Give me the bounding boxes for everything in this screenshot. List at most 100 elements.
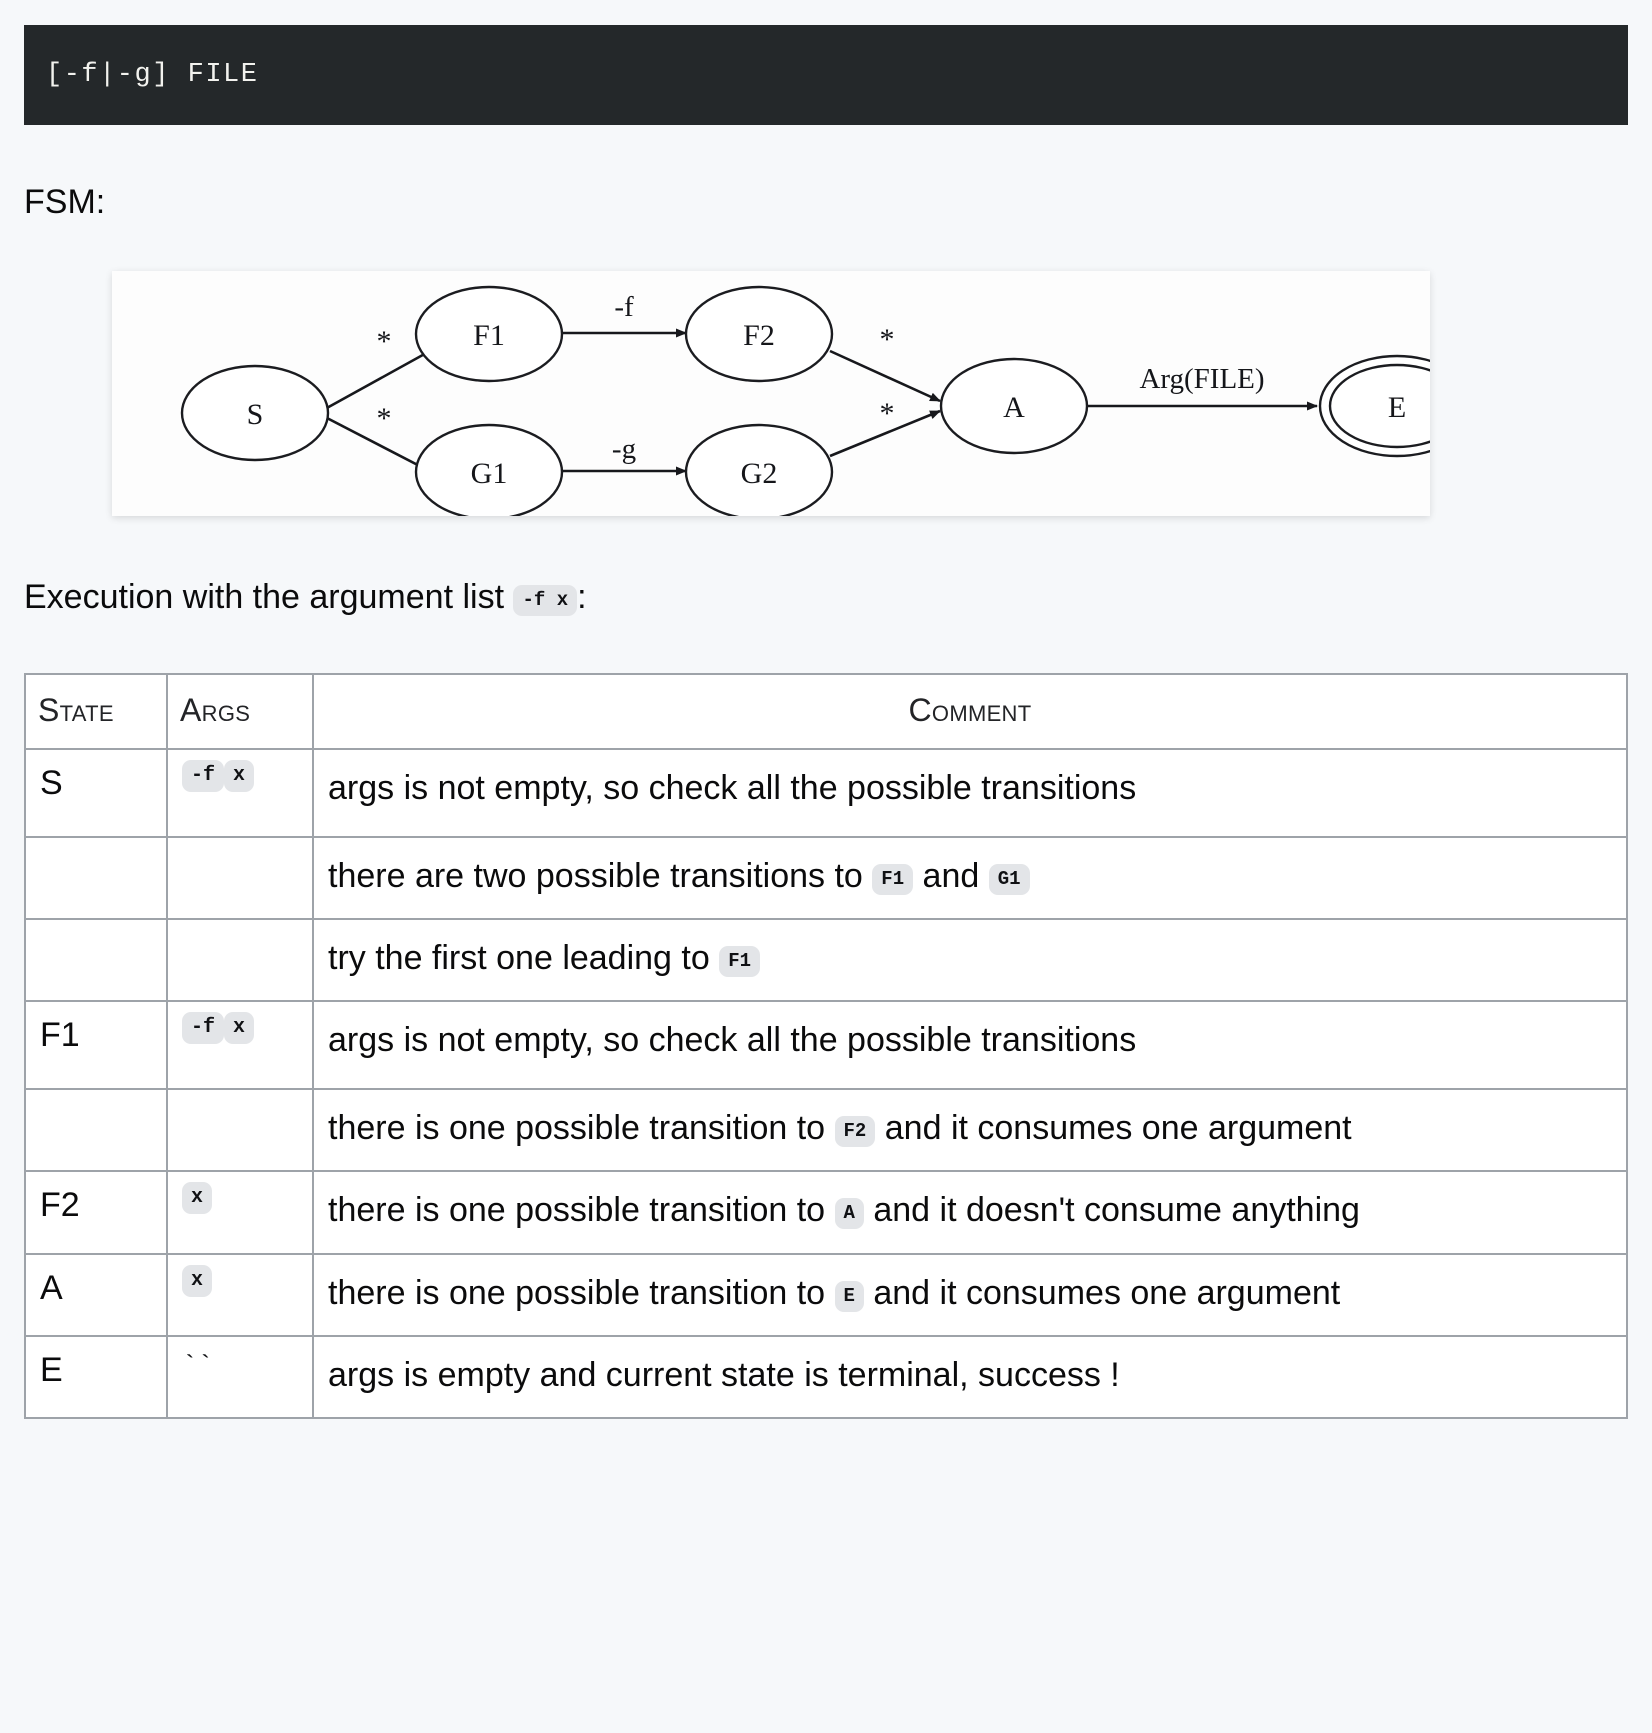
fsm-edge-label-a-e: Arg(FILE) <box>1139 363 1264 395</box>
cell-state: E <box>24 1335 168 1420</box>
fsm-diagram-panel: S F1 F2 G1 G2 A E * * -f -g * <box>112 271 1430 517</box>
args-empty-ticks: `` <box>182 1351 214 1382</box>
arg-code-chip: -f <box>182 759 225 792</box>
usage-code-line: [-f|-g] FILE <box>46 60 259 90</box>
fsm-node-a <box>939 357 1089 455</box>
arg-code-chip: x <box>182 1182 213 1215</box>
fsm-edge-label-s-g1: * <box>377 402 392 435</box>
fsm-node-s-label: S <box>247 398 264 431</box>
cell-args <box>166 917 314 1003</box>
cell-comment: there is one possible transition to E an… <box>312 1252 1628 1338</box>
cell-state: F2 <box>24 1170 168 1255</box>
cell-args <box>166 835 314 920</box>
arg-chip-wrap: x <box>224 759 255 792</box>
usage-code-block: [-f|-g] FILE <box>24 25 1628 126</box>
cell-state: A <box>24 1252 168 1338</box>
arg-code-chip: -f <box>182 1012 225 1045</box>
arg-code-chip: x <box>224 1012 255 1045</box>
execution-intro-code-chip: -f x <box>513 585 578 617</box>
cell-comment: there are two possible transitions to F1… <box>312 835 1628 920</box>
table-header-comment-label: Comment <box>908 691 1032 728</box>
cell-comment: args is empty and current state is termi… <box>312 1335 1628 1420</box>
cell-comment: args is not empty, so check all the poss… <box>312 1000 1628 1091</box>
fsm-node-s <box>180 364 330 462</box>
inline-code-chip: F1 <box>872 863 914 895</box>
inline-code-chip: G1 <box>988 863 1030 895</box>
table-header-row: State Args Comment <box>24 672 1628 750</box>
document-page: [-f|-g] FILE FSM: S <box>0 25 1652 1420</box>
fsm-node-a-label: A <box>1003 391 1025 424</box>
arg-code-chip: x <box>224 759 255 792</box>
fsm-node-e-inner <box>1328 363 1430 449</box>
fsm-figure-wrap: S F1 F2 G1 G2 A E * * -f -g * <box>0 271 1652 517</box>
cell-comment: there is one possible transition to F2 a… <box>312 1088 1628 1173</box>
inline-code-chip: E <box>834 1280 864 1312</box>
table-header-args-label: Args <box>180 691 251 728</box>
fsm-edge-label-g1-g2: -g <box>612 433 636 465</box>
fsm-node-e-label: E <box>1388 391 1406 424</box>
comment-text: there are two possible transitions to <box>328 856 873 895</box>
cell-args: x <box>166 1170 314 1255</box>
comment-text: there is one possible transition to <box>328 1273 835 1312</box>
cell-comment: try the first one leading to F1 <box>312 917 1628 1003</box>
cell-args <box>166 1088 314 1173</box>
fsm-node-f2 <box>684 285 834 383</box>
table-row: try the first one leading to F1 <box>24 917 1628 1003</box>
fsm-edge-label-g2-a: * <box>880 397 895 430</box>
table-row: F2 x there is one possible transition to A… <box>24 1170 1628 1255</box>
arg-chip-wrap: x <box>182 1182 213 1215</box>
arg-chip-wrap: -f <box>182 759 225 792</box>
cell-comment: there is one possible transition to A an… <box>312 1170 1628 1255</box>
inline-code-chip: F1 <box>719 945 761 977</box>
table-header-args: Args <box>166 672 314 750</box>
fsm-edge-g2-a <box>829 409 941 458</box>
cell-args: `` <box>166 1335 314 1420</box>
cell-state <box>24 835 168 920</box>
comment-text: and it consumes one argument <box>875 1109 1352 1148</box>
comment-text: and <box>913 856 989 895</box>
fsm-node-g2 <box>684 424 834 517</box>
comment-text: and it consumes one argument <box>863 1273 1341 1312</box>
comment-text: args is not empty, so check all the poss… <box>328 768 1137 807</box>
inline-code-chip: F2 <box>834 1116 876 1148</box>
table-head: State Args Comment <box>24 672 1628 750</box>
fsm-node-f1-label: F1 <box>473 319 505 352</box>
comment-text: and it doesn't consume anything <box>863 1191 1360 1230</box>
table-row: there is one possible transition to F2 a… <box>24 1088 1628 1173</box>
arg-chip-wrap: -f <box>182 1012 225 1045</box>
table-header-state: State <box>24 672 168 750</box>
table-header-comment: Comment <box>312 672 1628 750</box>
table-header-state-label: State <box>38 691 114 728</box>
table-row: there are two possible transitions to F1… <box>24 835 1628 920</box>
fsm-section-label: FSM: <box>24 183 106 222</box>
fsm-node-g1-label: G1 <box>471 457 508 490</box>
fsm-edge-f2-a <box>829 350 941 403</box>
fsm-node-g1 <box>414 424 564 517</box>
arg-code-chip: x <box>182 1264 213 1297</box>
cell-comment: args is not empty, so check all the poss… <box>312 747 1628 838</box>
cell-state: F1 <box>24 1000 168 1091</box>
comment-text: there is one possible transition to <box>328 1191 835 1230</box>
fsm-node-f1 <box>414 285 564 383</box>
comment-text: args is not empty, so check all the poss… <box>328 1021 1137 1060</box>
table-row: E `` args is empty and current state is te… <box>24 1335 1628 1420</box>
cell-state <box>24 1088 168 1173</box>
fsm-diagram-svg: S F1 F2 G1 G2 A E * * -f -g * <box>180 285 1430 517</box>
execution-intro-suffix: : <box>577 578 587 617</box>
comment-text: args is empty and current state is termi… <box>328 1356 1120 1395</box>
fsm-edge-label-f2-a: * <box>880 323 895 356</box>
cell-state <box>24 917 168 1003</box>
fsm-edge-label-s-f1: * <box>377 325 392 358</box>
inline-code-chip: A <box>834 1198 864 1230</box>
arg-chip-wrap: x <box>224 1012 255 1045</box>
comment-text: there is one possible transition to <box>328 1109 835 1148</box>
cell-args: x <box>166 1252 314 1338</box>
fsm-edge-label-f1-f2: -f <box>614 291 634 323</box>
